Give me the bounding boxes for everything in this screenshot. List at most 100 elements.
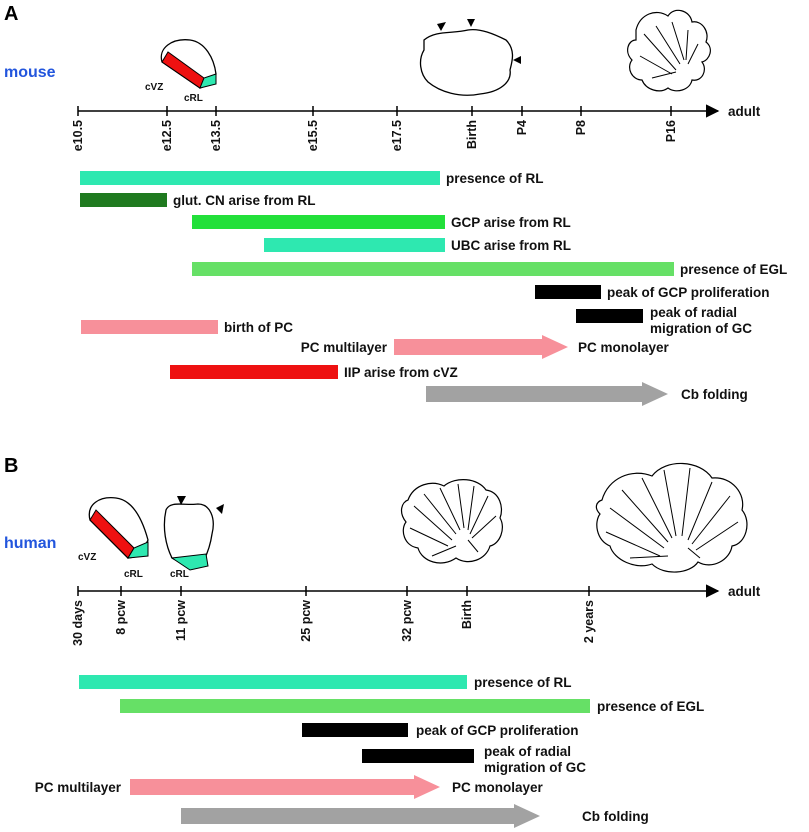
tick-label-p4: P4 <box>515 120 529 135</box>
mouse-fissure-arrowhead-1 <box>437 22 446 31</box>
human-fissure-arrowhead-1 <box>177 496 186 505</box>
mouse-birth-cerebellum-sketch <box>419 19 521 96</box>
tick-label-25-pcw: 25 pcw <box>299 600 313 642</box>
tick-label-8-pcw: 8 pcw <box>114 600 128 635</box>
arrow-cb-folding <box>426 382 668 406</box>
human-fissure-arrowhead-2 <box>216 504 224 514</box>
human-crl2-region <box>170 553 209 571</box>
bar-label-gcp-arise-from-rl: GCP arise from RL <box>451 215 571 230</box>
tick-label-birth: Birth <box>460 600 474 629</box>
bar-label-peak-of-radial: peak of radial <box>650 305 737 320</box>
tick-label-e10-5: e10.5 <box>71 120 85 151</box>
bar-label-pc-monolayer: PC monolayer <box>578 340 670 355</box>
bar-iip-arise-from-cvz: IIP arise from cVZ <box>170 365 458 380</box>
tick-label-e15-5: e15.5 <box>306 120 320 151</box>
bar-presence-of-rl: presence of RL <box>80 171 544 186</box>
bar-rect-glut-cn-arise-from-rl <box>80 193 167 207</box>
bar-rect-ubc-arise-from-rl <box>264 238 445 252</box>
human-cvz-label: cVZ <box>78 552 96 563</box>
tick-label-30-days: 30 days <box>71 600 85 646</box>
arrow-cb-folding <box>181 804 540 828</box>
panel-a: A mouse cVZ cRL adult e10.5 e12.5 e13.5 e15… <box>4 3 787 406</box>
panel-b-letter: B <box>4 455 18 477</box>
bar-label-migration-of-gc: migration of GC <box>650 321 752 336</box>
panel-a-ticks: e10.5 e12.5 e13.5 e15.5 e17.5 Birth P4 P8 P16 <box>71 106 678 151</box>
bar-label-cb-folding: Cb folding <box>582 809 649 824</box>
bar-pc-multilayer: PC multilayer PC monolayer <box>301 335 670 359</box>
human-early-cerebellum-sketch: cVZ cRL <box>78 497 149 580</box>
arrow-pc-multilayer <box>394 335 568 359</box>
mouse-crl-label: cRL <box>184 93 203 104</box>
bar-label-birth-of-pc: birth of PC <box>224 320 293 335</box>
tick-label-p8: P8 <box>574 120 588 135</box>
mouse-fissure-arrowhead-2 <box>467 19 475 27</box>
bar-presence-of-rl: presence of RL <box>79 675 572 690</box>
mouse-crl-region <box>199 73 217 89</box>
bar-rect-peak-of-radial <box>576 309 643 323</box>
human-birth-cerebellum-sketch <box>400 479 503 564</box>
bar-glut-cn-arise-from-rl: glut. CN arise from RL <box>80 193 316 208</box>
bar-rect-birth-of-pc <box>81 320 218 334</box>
mouse-p16-cerebellum-sketch <box>627 9 711 92</box>
bar-peak-of-gcp-proliferation: peak of GCP proliferation <box>302 723 579 738</box>
bar-presence-of-egl: presence of EGL <box>192 262 787 277</box>
arrow-pc-multilayer <box>130 775 440 799</box>
panel-a-letter: A <box>4 3 18 25</box>
tick-label-e13-5: e13.5 <box>209 120 223 151</box>
bar-rect-presence-of-rl <box>80 171 440 185</box>
tick-label-2-years: 2 years <box>582 600 596 643</box>
bar-rect-peak-of-gcp-proliferation <box>302 723 408 737</box>
bar-rect-iip-arise-from-cvz <box>170 365 338 379</box>
bar-cb-folding: Cb folding <box>181 804 649 828</box>
bar-label-presence-of-rl: presence of RL <box>446 171 544 186</box>
panel-a-adult-label: adult <box>728 104 761 119</box>
bar-label-peak-of-gcp-proliferation: peak of GCP proliferation <box>607 285 770 300</box>
panel-b-species: human <box>4 535 56 552</box>
bar-rect-gcp-arise-from-rl <box>192 215 445 229</box>
bar-rect-peak-of-gcp-proliferation <box>535 285 601 299</box>
bar-ubc-arise-from-rl: UBC arise from RL <box>264 238 571 253</box>
bar-label-presence-of-rl: presence of RL <box>474 675 572 690</box>
bar-label-migration-of-gc: migration of GC <box>484 760 586 775</box>
tick-label-e17-5: e17.5 <box>390 120 404 151</box>
bar-label-presence-of-egl: presence of EGL <box>597 699 704 714</box>
bar-label-iip-arise-from-cvz: IIP arise from cVZ <box>344 365 458 380</box>
human-crl-region <box>127 541 149 559</box>
bar-label-presence-of-egl: presence of EGL <box>680 262 787 277</box>
panel-a-species: mouse <box>4 64 56 81</box>
bar-gcp-arise-from-rl: GCP arise from RL <box>192 215 571 230</box>
bar-label-glut-cn-arise-from-rl: glut. CN arise from RL <box>173 193 316 208</box>
bar-rect-peak-of-radial <box>362 749 474 763</box>
panel-b-ticks: 30 days 8 pcw 11 pcw 25 pcw 32 pcw Birth 2 yea… <box>71 586 596 646</box>
human-crl-label: cRL <box>124 569 143 580</box>
mouse-early-cerebellum-sketch: cVZ cRL <box>145 39 217 104</box>
bar-label-peak-of-radial: peak of radial <box>484 744 571 759</box>
tick-label-11-pcw: 11 pcw <box>174 600 188 641</box>
bar-label-cb-folding: Cb folding <box>681 387 748 402</box>
human-2years-cerebellum-sketch <box>595 462 748 573</box>
panel-a-bars: presence of RL glut. CN arise from RL GCP … <box>80 171 787 406</box>
bar-rect-presence-of-egl <box>120 699 590 713</box>
panel-b: B human cVZ cRL cRL ad <box>4 455 761 828</box>
tick-label-e12-5: e12.5 <box>160 120 174 151</box>
human-crl2-label: cRL <box>170 569 189 580</box>
tick-label-32-pcw: 32 pcw <box>400 600 414 642</box>
panel-b-adult-label: adult <box>728 584 761 599</box>
bar-label-peak-of-gcp-proliferation: peak of GCP proliferation <box>416 723 579 738</box>
tick-label-birth: Birth <box>465 120 479 149</box>
tick-label-p16: P16 <box>664 120 678 142</box>
panel-b-bars: presence of RL presence of EGL peak of GCP… <box>35 675 704 828</box>
bar-label-pc-monolayer: PC monolayer <box>452 780 544 795</box>
bar-label-pc-multilayer: PC multilayer <box>301 340 388 355</box>
bar-peak-of-gcp-proliferation: peak of GCP proliferation <box>535 285 770 300</box>
bar-label-ubc-arise-from-rl: UBC arise from RL <box>451 238 571 253</box>
mouse-fissure-arrowhead-3 <box>513 56 521 64</box>
bar-cb-folding: Cb folding <box>426 382 748 406</box>
bar-presence-of-egl: presence of EGL <box>120 699 704 714</box>
bar-rect-presence-of-rl <box>79 675 467 689</box>
bar-rect-presence-of-egl <box>192 262 674 276</box>
